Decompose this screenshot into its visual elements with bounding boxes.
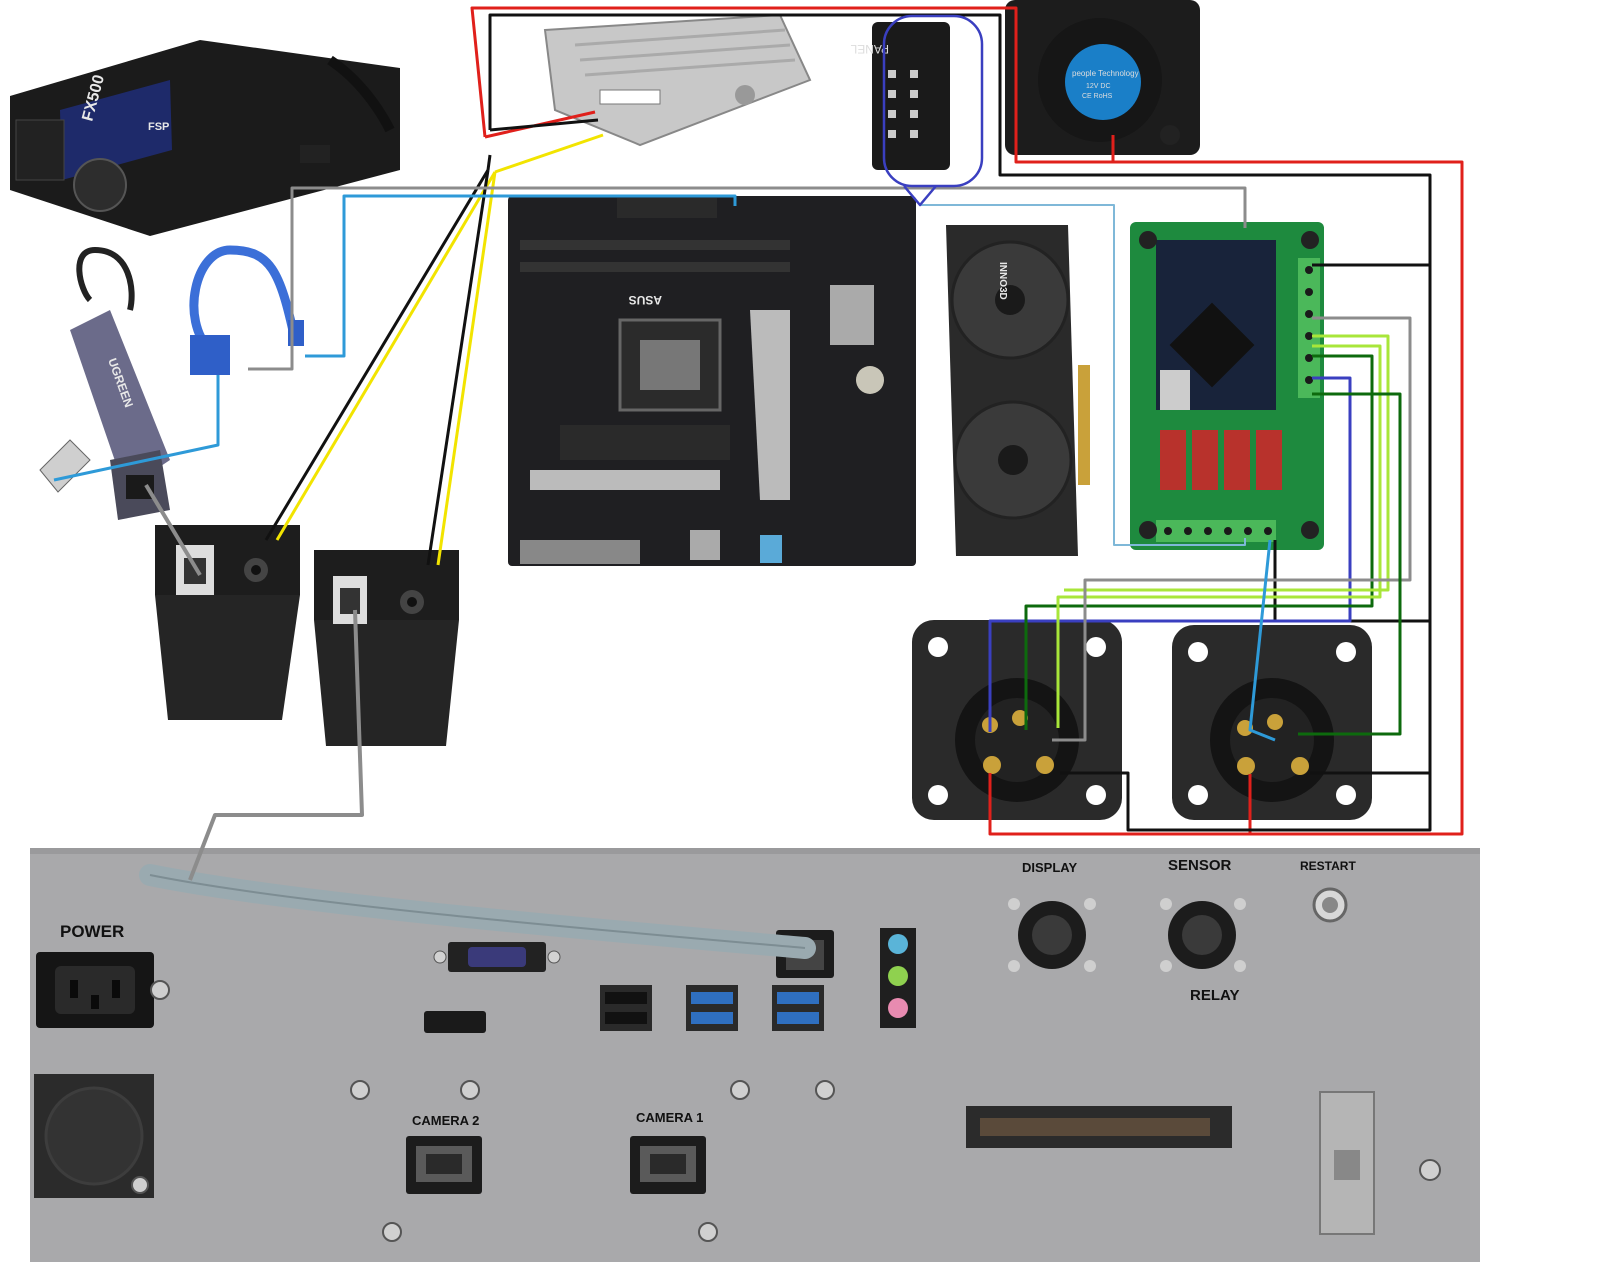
blower-fan: people Technology 12V DC CE RoHS (1005, 0, 1200, 155)
wire-gray-lan2 (188, 609, 364, 881)
panel-pointer (903, 185, 937, 207)
latch-bracket (1319, 1091, 1441, 1235)
fan-label-3: CE RoHS (1082, 93, 1113, 100)
relay-label: RELAY (1190, 987, 1239, 1004)
wire-yellow-converter (494, 133, 604, 174)
power-inlet (36, 952, 170, 1028)
sensor-connector (1160, 898, 1246, 972)
display-label: DISPLAY (1022, 860, 1077, 875)
wire-lightblue-mobo (920, 204, 1246, 546)
relay-board (1130, 222, 1324, 550)
wire-lightblue-relay (1248, 539, 1276, 742)
wires (53, 6, 1464, 881)
wire-green-light-1 (1056, 344, 1382, 728)
fan-label-2: 12V DC (1086, 83, 1111, 90)
wire-yellow-poe1 (275, 171, 497, 541)
socket-relay (1172, 625, 1372, 820)
fan-label-1: people Technology (1072, 69, 1139, 78)
panel-label: PANEL (850, 42, 889, 56)
gpu: INNO3D (946, 225, 1090, 556)
poe-injector-2 (314, 550, 459, 746)
camera1-port (630, 1136, 706, 1194)
wire-green-dark-2 (1298, 392, 1402, 736)
panel-highlight (882, 14, 984, 188)
dc-dc-converter (543, 13, 812, 147)
wire-black-split (486, 154, 492, 171)
panel-header: PANEL (850, 22, 950, 170)
vga-port (433, 942, 561, 972)
wire-blue-adapter (53, 375, 220, 482)
usb-bracket (189, 245, 304, 375)
panel-screws (350, 1080, 835, 1242)
sensor-label: SENSOR (1168, 857, 1232, 874)
socket-display (912, 620, 1122, 820)
motherboard: ASUS (508, 196, 916, 566)
wire-green-light-2 (1064, 334, 1390, 592)
mobo-brand-label: ASUS (629, 293, 662, 307)
wire-blue-dark (988, 376, 1352, 732)
power-label: POWER (60, 922, 124, 941)
wire-gray-relay (1052, 316, 1412, 742)
wire-gray-lan1 (144, 483, 202, 577)
camera2-label: CAMERA 2 (412, 1113, 479, 1128)
psu-fan-grille (34, 1074, 154, 1198)
camera2-port (406, 1136, 482, 1194)
restart-button[interactable] (1312, 887, 1348, 923)
usb-ports (600, 985, 824, 1031)
wire-black-poe2 (426, 169, 490, 566)
wire-black-converter (489, 118, 599, 132)
wire-yellow-poe2 (436, 171, 497, 566)
wire-red-main (470, 6, 1464, 836)
wire-green-dark-1 (1024, 354, 1374, 730)
wire-black-main (488, 13, 1432, 832)
expansion-slot (966, 1106, 1232, 1148)
gpu-brand-label: INNO3D (997, 262, 1008, 300)
hdmi-port (424, 1011, 486, 1033)
wire-blue-usb (305, 194, 737, 358)
display-connector (1008, 898, 1096, 972)
camera1-label: CAMERA 1 (636, 1110, 703, 1125)
audio-jacks (880, 928, 916, 1028)
psu-brand-label: FSP (148, 121, 169, 133)
usb-ethernet-adapter: UGREEN (39, 247, 170, 520)
psu: FX500 FSP (10, 40, 400, 236)
poe-injector-1 (155, 525, 300, 720)
back-panel: POWER (30, 848, 1480, 1262)
wire-gray-usb (248, 186, 1247, 371)
wire-black-poe1 (264, 169, 490, 541)
restart-label: RESTART (1300, 859, 1356, 873)
